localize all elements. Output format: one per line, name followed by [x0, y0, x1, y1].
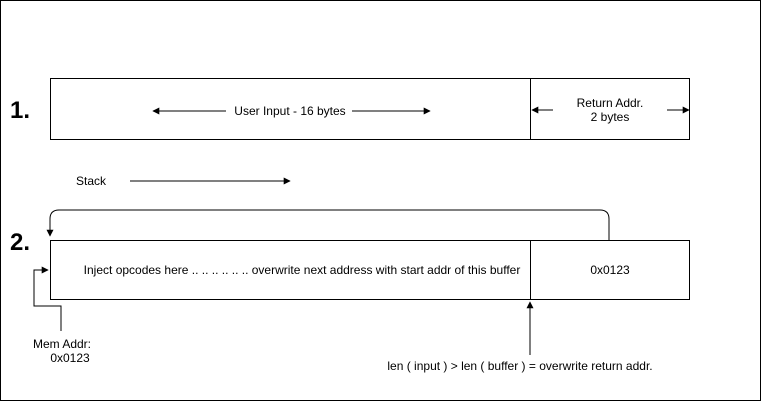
return-addr-block	[530, 78, 690, 140]
return-loop-arrow	[46, 209, 610, 240]
return-addr-label-line2: 2 bytes	[591, 110, 630, 124]
overflow-note: len ( input ) > len ( buffer ) = overwri…	[387, 359, 652, 373]
return-addr-overwritten-block	[530, 240, 690, 300]
stack-label: Stack	[76, 174, 107, 188]
return-addr-label-line1: Return Addr.	[577, 96, 644, 110]
buffer-block	[50, 240, 531, 300]
mem-addr-label-line2: 0x0123	[50, 351, 90, 365]
return-addr-value: 0x0123	[590, 263, 630, 277]
user-input-label: User Input - 16 bytes	[234, 104, 345, 118]
step-1-number: 1.	[10, 97, 30, 124]
inject-opcodes-label: Inject opcodes here .. .. .. .. .. .. ov…	[84, 263, 521, 277]
user-input-block	[50, 78, 531, 140]
mem-addr-pointer-arrow	[33, 266, 62, 331]
mem-addr-label-line1: Mem Addr:	[33, 337, 91, 351]
step-2-number: 2.	[10, 229, 30, 256]
